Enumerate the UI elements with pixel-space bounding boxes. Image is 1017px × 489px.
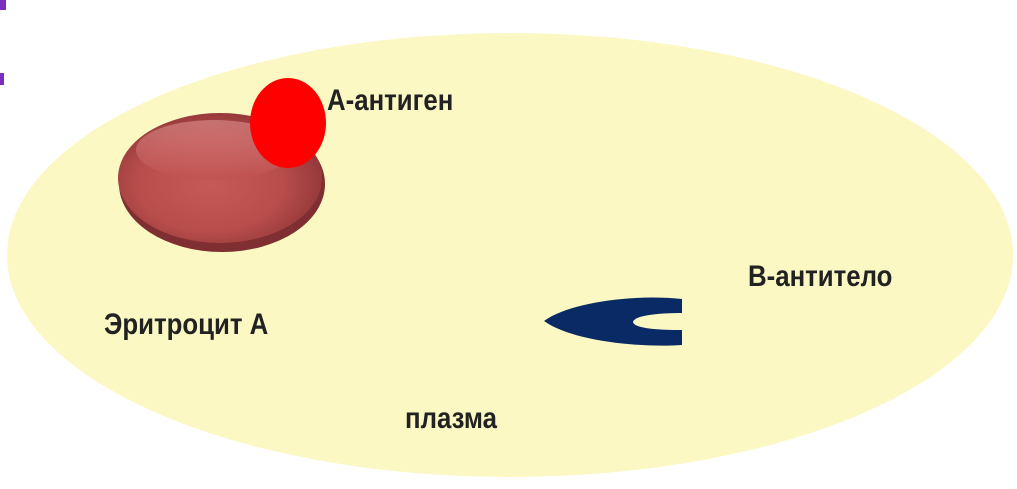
antibody-label: В-антитело (748, 260, 893, 293)
plasma-label: плазма (405, 402, 497, 435)
antigen-a (250, 78, 326, 168)
antibody-b (544, 297, 682, 346)
plasma-ellipse (7, 33, 1013, 477)
corner-mark (0, 73, 4, 85)
antigen-label: А-антиген (327, 84, 454, 117)
corner-mark (0, 0, 6, 10)
erythrocyte-label: Эритроцит А (104, 308, 269, 341)
